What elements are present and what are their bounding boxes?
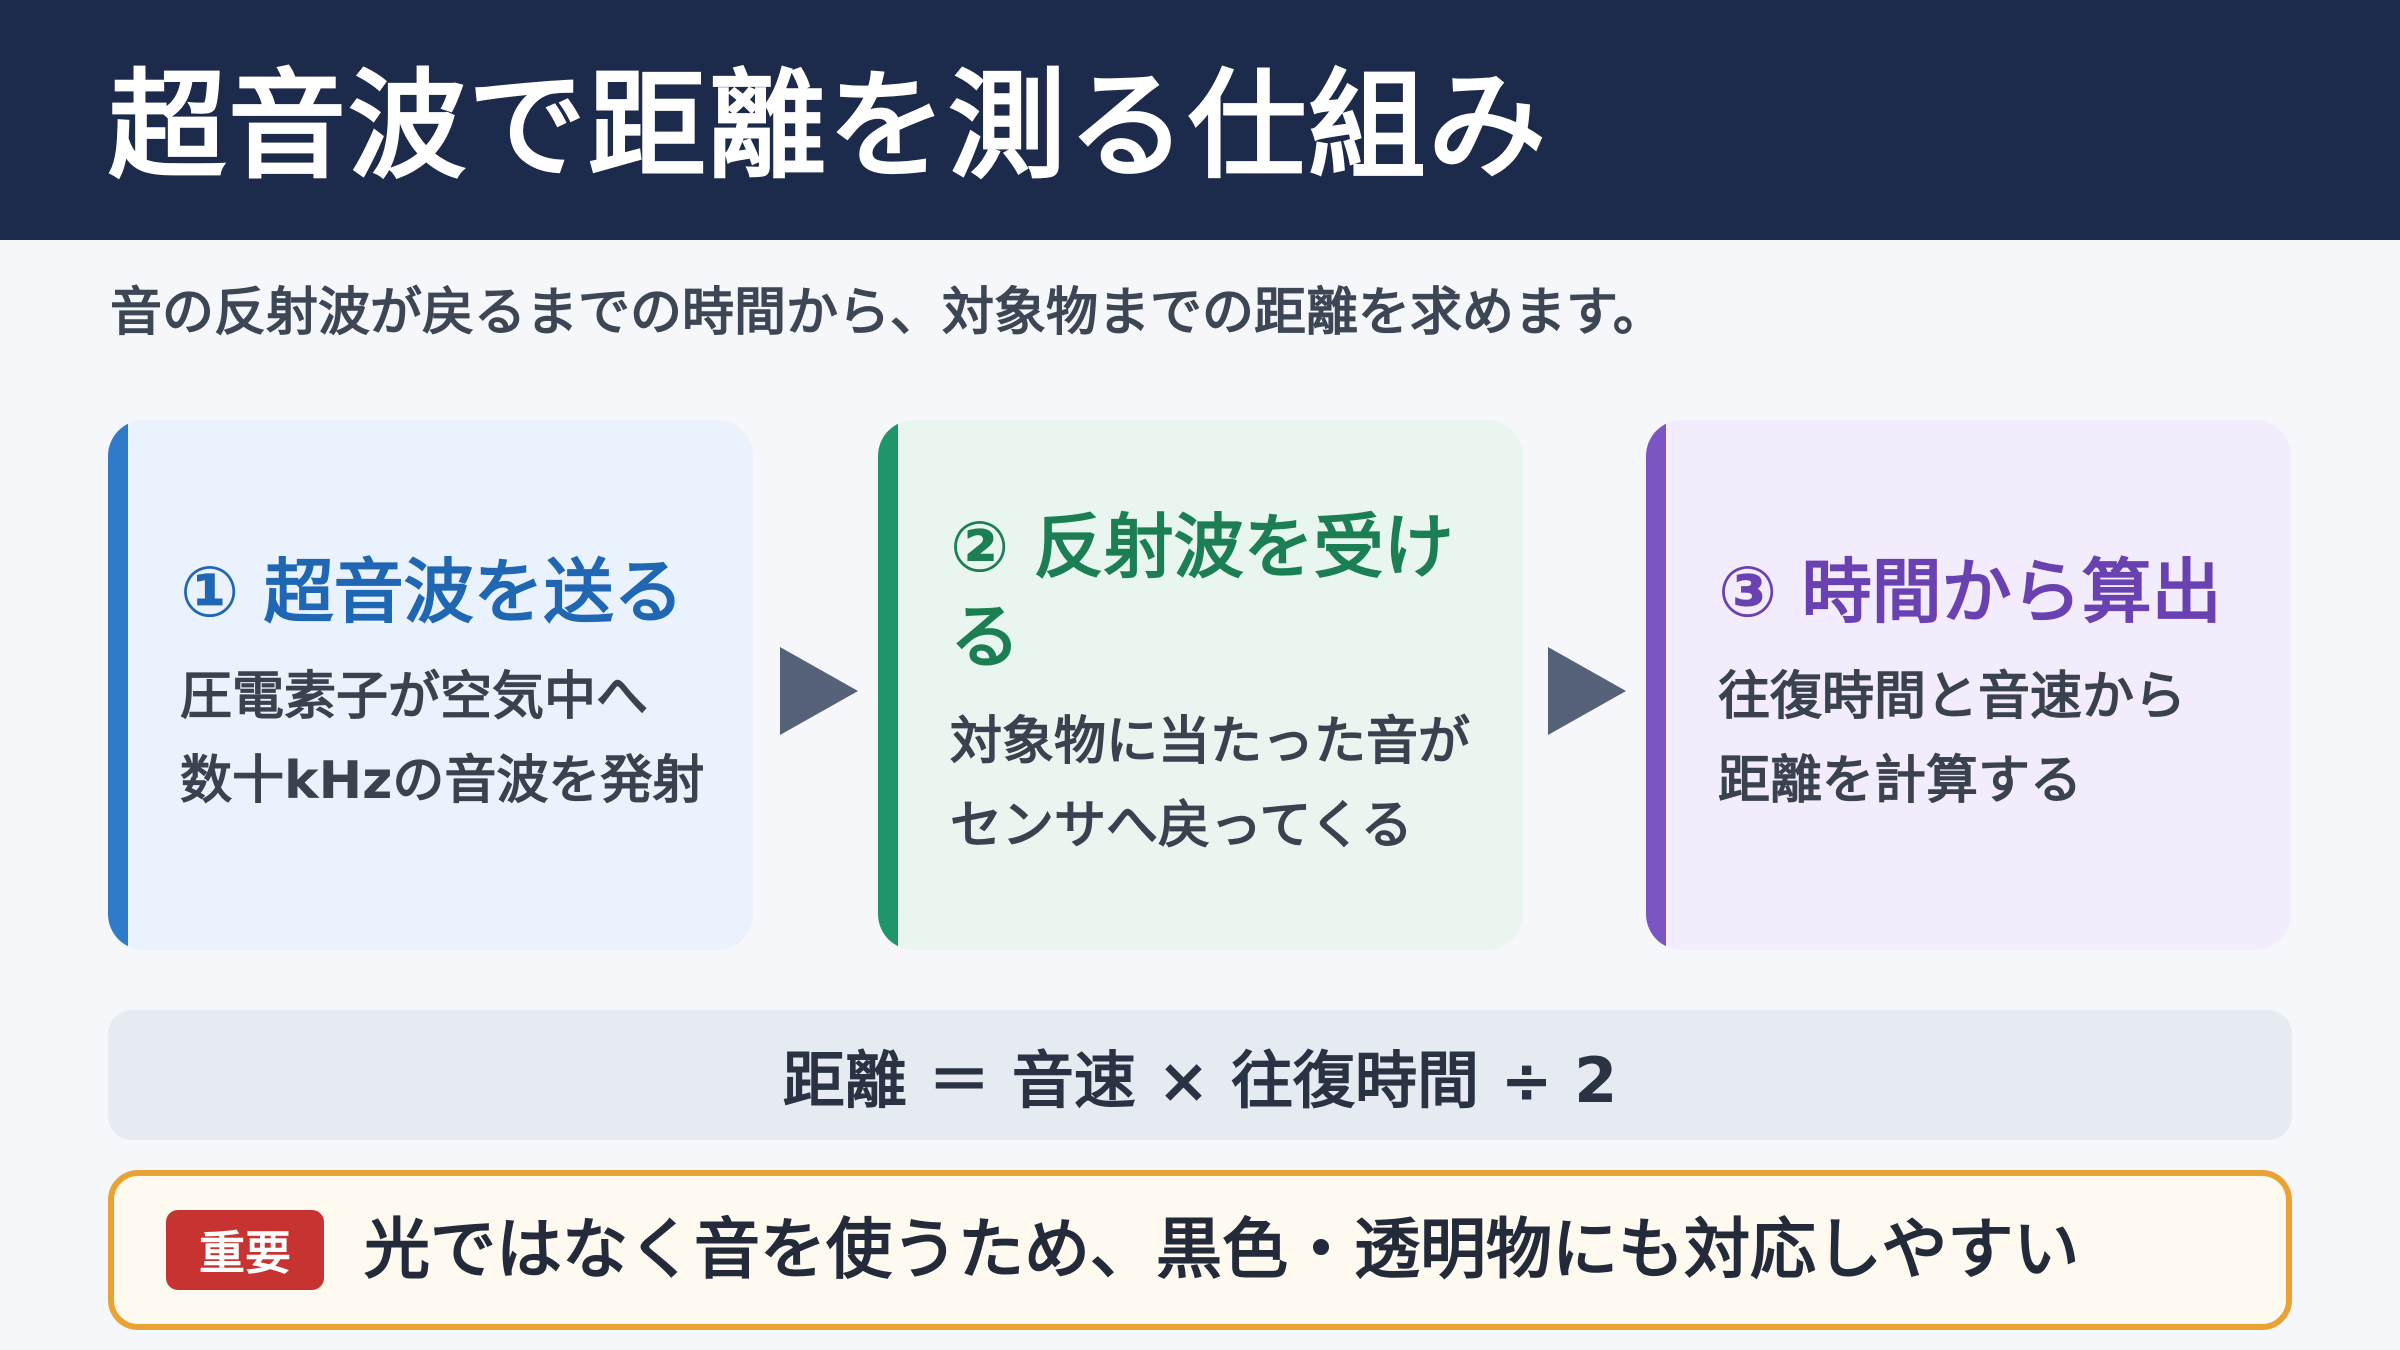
step-description: 圧電素子が空気中へ 数十kHzの音波を発射 (180, 667, 705, 811)
step-description: 対象物に当たった音が センサへ戻ってくる (950, 712, 1471, 856)
step-card-receive: ② 反射波を受ける 対象物に当たった音が センサへ戻ってくる (878, 420, 1523, 950)
step-title: ① 超音波を送る (180, 551, 684, 633)
important-badge: 重要 (166, 1210, 324, 1290)
badge-label: 重要 (199, 1226, 291, 1280)
header-banner: 超音波で距離を測る仕組み (0, 0, 2400, 240)
step-card-content: ③ 時間から算出 往復時間と音速から 距離を計算する (1718, 420, 2251, 950)
step-title: ② 反射波を受ける (950, 506, 1454, 678)
triangle-right-icon (1548, 647, 1626, 735)
step-card-content: ① 超音波を送る 圧電素子が空気中へ 数十kHzの音波を発射 (180, 420, 713, 950)
step-card-accent-bar (1646, 420, 1666, 950)
step-card-content: ② 反射波を受ける 対象物に当たった音が センサへ戻ってくる (950, 420, 1483, 950)
formula-text: 距離 ＝ 音速 × 往復時間 ÷ 2 (782, 1044, 1618, 1117)
triangle-right-icon (780, 647, 858, 735)
step-title: ③ 時間から算出 (1718, 551, 2222, 633)
step-card-send: ① 超音波を送る 圧電素子が空気中へ 数十kHzの音波を発射 (108, 420, 753, 950)
page-subtitle: 音の反射波が戻るまでの時間から、対象物までの距離を求めます。 (110, 283, 1665, 343)
step-card-calculate: ③ 時間から算出 往復時間と音速から 距離を計算する (1646, 420, 2291, 950)
step-card-accent-bar (878, 420, 898, 950)
page-title: 超音波で距離を測る仕組み (108, 57, 1549, 195)
step-card-accent-bar (108, 420, 128, 950)
important-note: 重要 光ではなく音を使うため、黒色・透明物にも対応しやすい (108, 1170, 2292, 1330)
step-description: 往復時間と音速から 距離を計算する (1718, 667, 2187, 811)
note-text: 光ではなく音を使うため、黒色・透明物にも対応しやすい (364, 1211, 2080, 1288)
formula-box: 距離 ＝ 音速 × 往復時間 ÷ 2 (108, 1010, 2292, 1140)
